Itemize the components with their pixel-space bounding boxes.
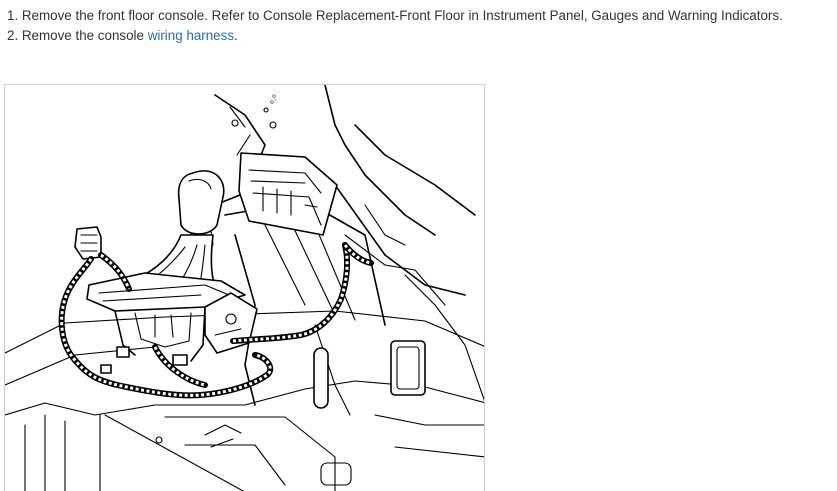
instruction-steps: 1. Remove the front floor console. Refer… <box>7 6 783 45</box>
step-2-prefix: 2. Remove the console <box>7 27 148 43</box>
svg-text:ᵒ˒ᵒ: ᵒ˒ᵒ <box>267 92 280 105</box>
wiring-harness-link[interactable]: wiring harness <box>147 27 235 43</box>
console-wiring-diagram: ᵒ˒ᵒ <box>4 84 485 491</box>
step-2-suffix: . <box>234 27 238 43</box>
step-1: 1. Remove the front floor console. Refer… <box>7 8 783 23</box>
diagram-drawing: ᵒ˒ᵒ <box>5 85 484 491</box>
step-2: 2. Remove the console wiring harness. <box>7 26 783 46</box>
